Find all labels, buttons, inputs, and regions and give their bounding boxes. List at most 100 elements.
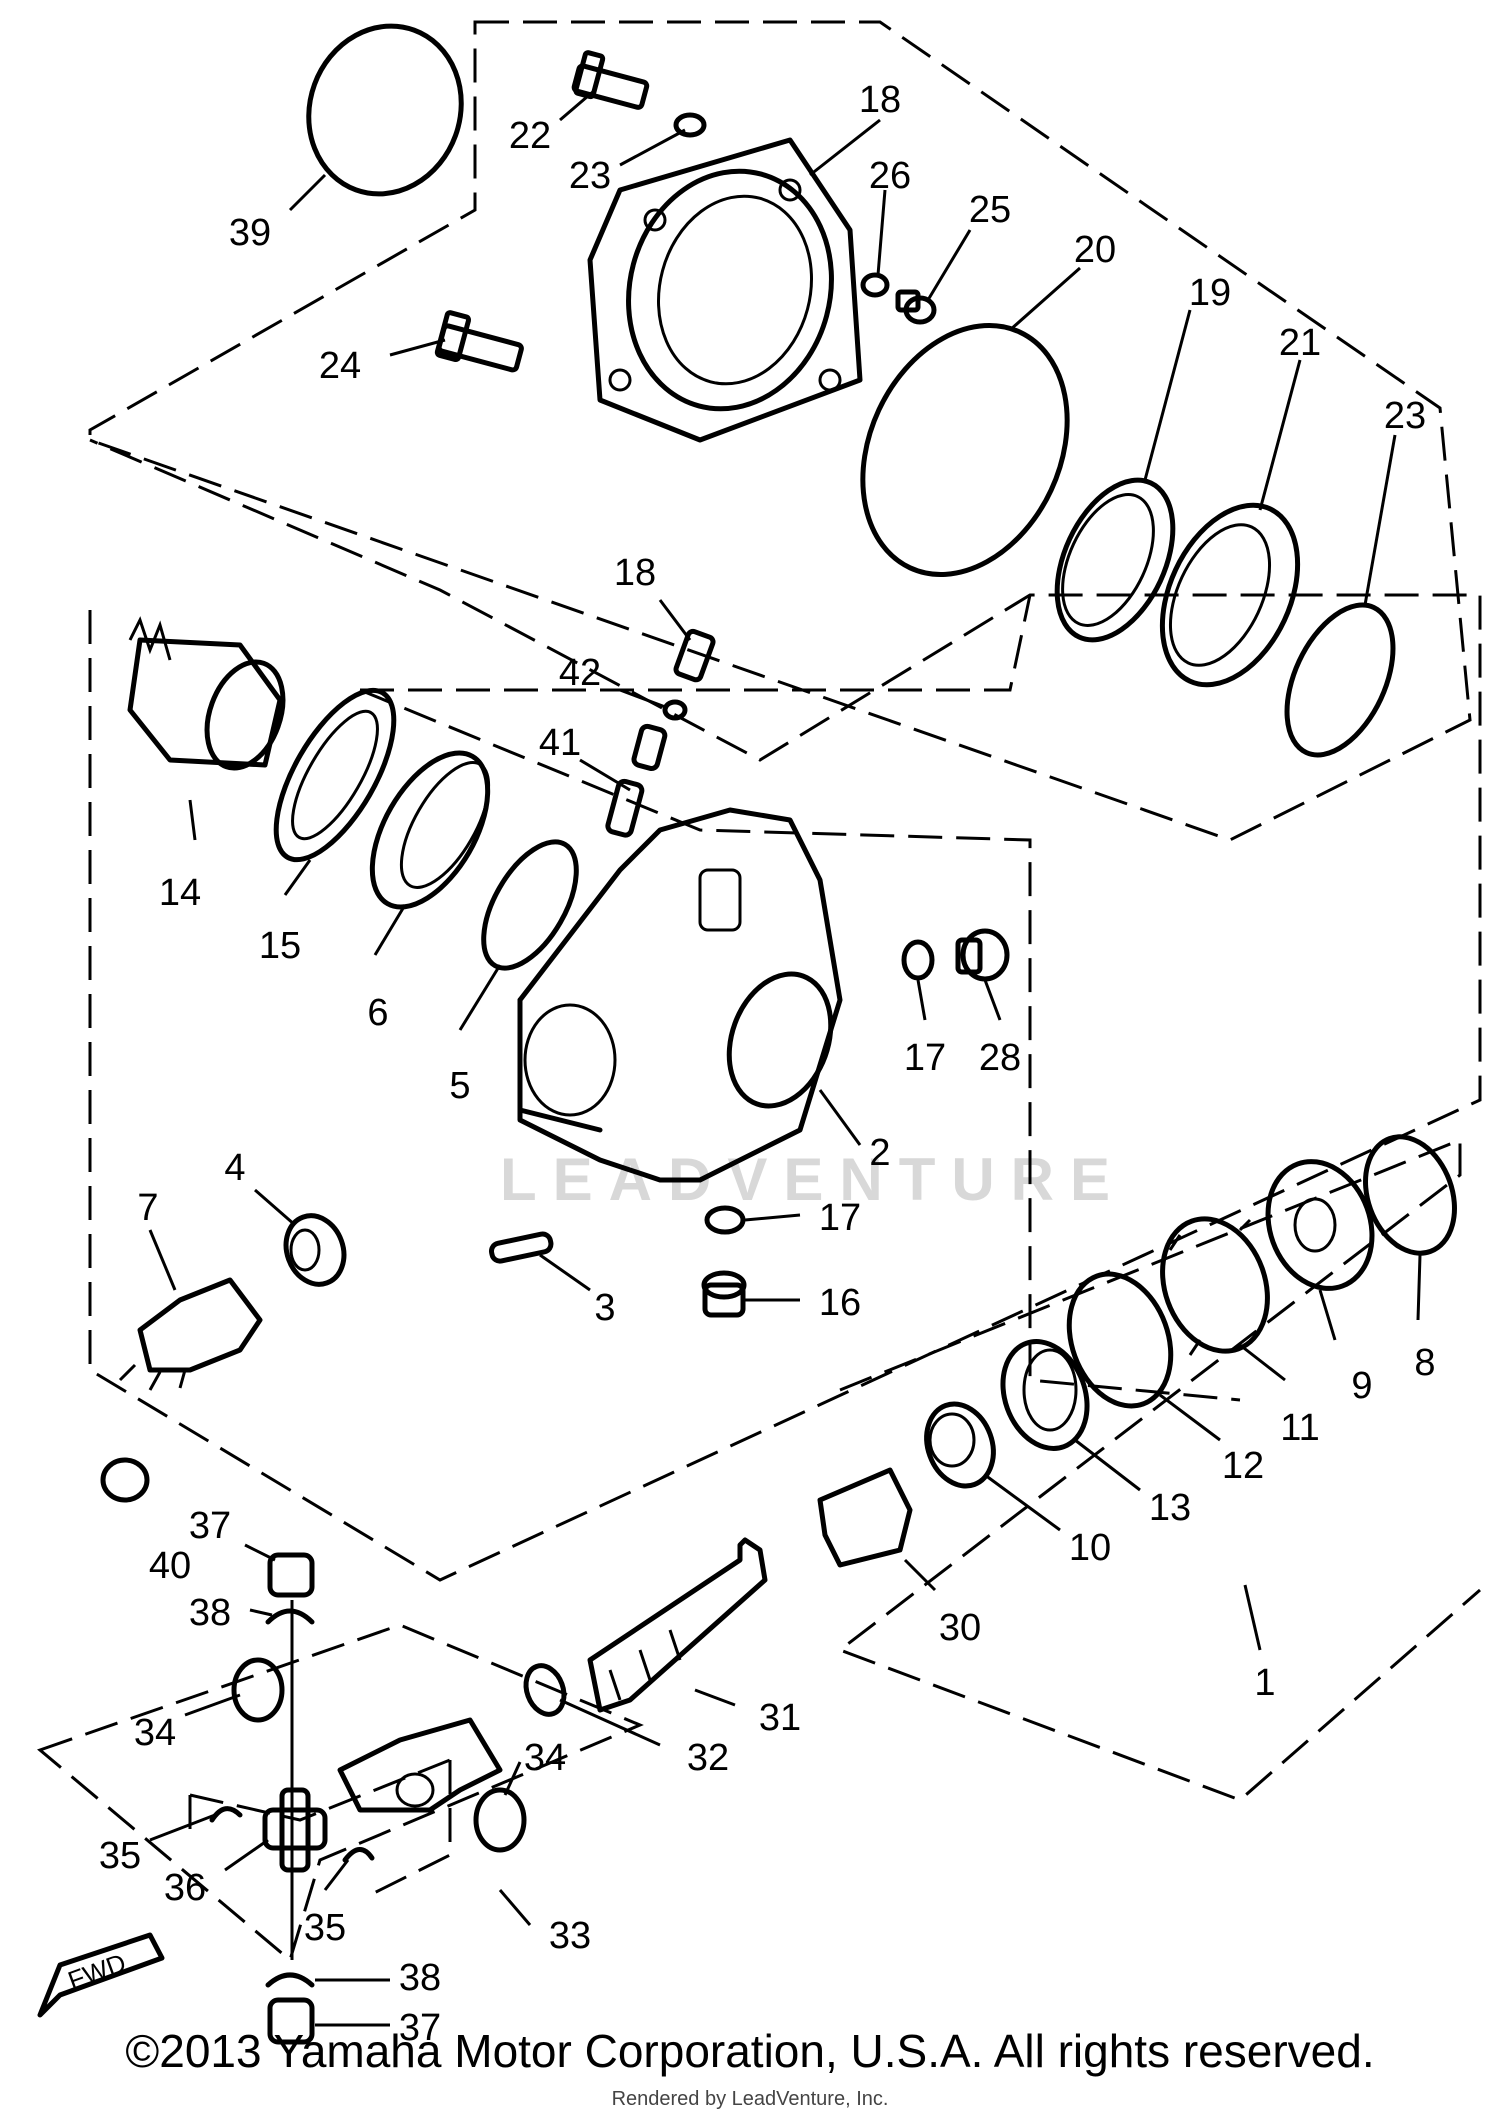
callout-32: 32 <box>687 1737 729 1779</box>
callout-12: 12 <box>1222 1445 1264 1487</box>
callout-34-right: 34 <box>524 1737 566 1779</box>
callout-24: 22 <box>509 115 551 157</box>
callout-5: 5 <box>449 1065 470 1107</box>
callout-1: 1 <box>1254 1662 1275 1704</box>
callout-8: 8 <box>1414 1342 1435 1384</box>
callout-9: 9 <box>1351 1365 1372 1407</box>
oil-seal-13 <box>1000 1339 1090 1451</box>
fwd-arrow: FWD <box>37 1932 165 2018</box>
leader-10 <box>984 1473 1061 1532</box>
watermark: LEADVENTURE <box>500 1146 1126 1213</box>
pinion-gear-11 <box>1160 1216 1270 1356</box>
leader-9 <box>1318 1289 1337 1341</box>
callout-30: 30 <box>939 1607 981 1649</box>
leader-37-upper <box>244 1543 276 1562</box>
washer-25 <box>673 112 707 138</box>
callout-26: 24 <box>319 345 361 387</box>
callout-35-left: 35 <box>99 1835 141 1877</box>
circlip-42 <box>662 699 688 721</box>
callout-41: 41 <box>539 722 581 764</box>
leader-2 <box>818 1089 862 1146</box>
leader-42 <box>619 688 669 710</box>
nut <box>100 1457 150 1503</box>
group-boundary-inner <box>359 594 1241 1402</box>
group-boundary-upper <box>88 20 1472 842</box>
leader-33 <box>498 1889 532 1926</box>
circlip-32 <box>523 1663 567 1717</box>
callout-3: 3 <box>594 1287 615 1329</box>
leader-21 <box>1258 359 1302 511</box>
circlip-38-lower <box>265 1972 315 1988</box>
leader-41 <box>579 758 631 792</box>
callout-15: 15 <box>259 925 301 967</box>
washer-28 <box>860 272 890 298</box>
collar-10 <box>924 1401 996 1489</box>
callout-37-upper: 37 <box>189 1505 231 1547</box>
cap-37-lower <box>267 1997 315 2045</box>
callout-2: 2 <box>869 1132 890 1174</box>
callout-21: 21 <box>1279 322 1321 364</box>
callout-4: 4 <box>224 1147 245 1189</box>
leader-22 <box>1009 266 1081 332</box>
callout-38-lower: 38 <box>399 1957 441 1999</box>
drain-plug-29 <box>955 928 1010 982</box>
copyright-notice: ©2013 Yamaha Motor Corporation, U.S.A. A… <box>125 2025 1375 2077</box>
leader-1 <box>1243 1584 1262 1651</box>
callout-25: 23 <box>569 155 611 197</box>
bearing-housing-cover-19 <box>587 137 863 443</box>
callout-42: 42 <box>559 652 601 694</box>
callout-39: 39 <box>229 212 271 254</box>
leader-17-lower <box>744 1213 801 1222</box>
o-ring-22 <box>860 323 1070 577</box>
callout-36: 36 <box>164 1867 206 1909</box>
callout-10: 10 <box>1069 1527 1111 1569</box>
circlip-35-right <box>342 1847 375 1863</box>
o-ring-39 <box>306 23 464 197</box>
callout-35-right: 35 <box>304 1907 346 1949</box>
leader-12 <box>1159 1393 1221 1442</box>
leader-4 <box>254 1188 296 1227</box>
leader-5 <box>458 964 502 1031</box>
callout-23-label: 23 <box>1384 395 1426 437</box>
gear-case-2 <box>517 807 843 1183</box>
bolt-24 <box>571 50 650 110</box>
leader-19 <box>809 118 881 177</box>
group-boundary-mid <box>88 438 1482 1582</box>
group-boundary-joint <box>37 1623 644 1963</box>
rendered-by-notice: Rendered by LeadVenture, Inc. <box>611 2088 889 2110</box>
leader-25 <box>619 128 686 167</box>
leader-29 <box>983 979 1002 1021</box>
callout-6: 6 <box>367 992 388 1034</box>
shim-5 <box>481 839 579 971</box>
circlip-38-upper <box>265 1608 315 1625</box>
callout-31: 31 <box>759 1697 801 1739</box>
leader-34-left <box>184 1693 241 1717</box>
callout-33: 33 <box>549 1915 591 1957</box>
leader-14 <box>188 799 197 841</box>
leader-11 <box>1239 1343 1286 1382</box>
bearing-34-left <box>231 1657 285 1723</box>
leader-3 <box>539 1253 591 1292</box>
leader-18 <box>658 599 692 641</box>
leader-8 <box>1416 1254 1422 1321</box>
drive-shaft-31 <box>587 1537 768 1713</box>
callout-18-label: 18 <box>614 552 656 594</box>
circlip-23 <box>1284 602 1396 758</box>
callout-38-upper: 38 <box>189 1592 231 1634</box>
leader-17-upper <box>916 979 927 1021</box>
callout-7: 7 <box>137 1187 158 1229</box>
bearing-9 <box>1265 1159 1375 1291</box>
leader-34-right <box>503 1761 522 1796</box>
screw-27 <box>895 289 937 325</box>
filler-plug-16 <box>701 1270 747 1318</box>
spider-36 <box>262 1787 328 1873</box>
switch-assembly-7 <box>118 1277 263 1391</box>
bearing-34-right <box>473 1787 527 1853</box>
callout-40: 40 <box>149 1545 191 1587</box>
cap-37-upper <box>267 1552 315 1598</box>
group-boundary-shaft <box>836 1137 1481 1802</box>
callout-29: 28 <box>979 1037 1021 1079</box>
callout-28: 26 <box>869 155 911 197</box>
spacer-30 <box>817 1467 913 1568</box>
